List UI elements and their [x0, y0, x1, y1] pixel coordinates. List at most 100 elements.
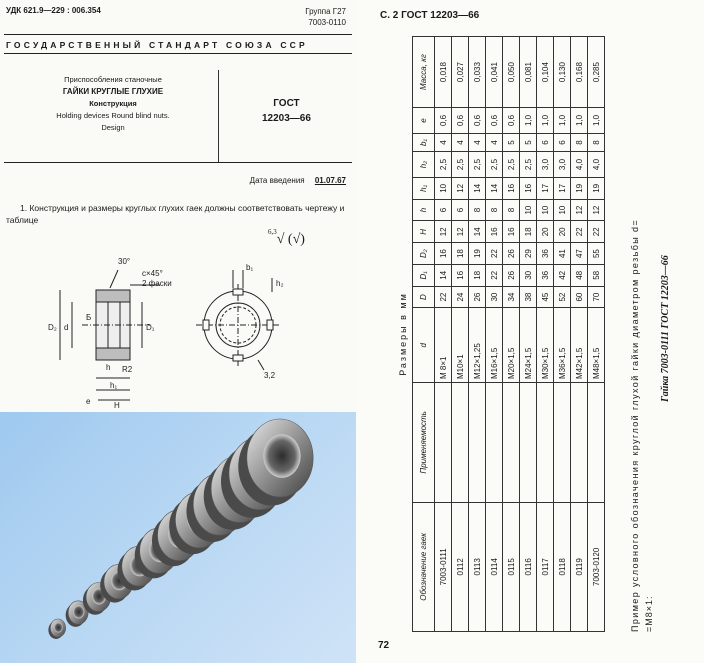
- table-cell: 12: [451, 177, 469, 200]
- table-cell: 16: [434, 242, 452, 265]
- table-cell: 16: [451, 264, 469, 287]
- date-intro: Дата введения 01.07.67: [250, 176, 346, 185]
- gost-label: ГОСТ: [273, 98, 300, 109]
- table-cell: 1,0: [553, 107, 571, 134]
- label-h-total: H: [114, 401, 120, 410]
- table-cell: 20: [553, 220, 571, 243]
- table-cell: 0,027: [451, 36, 469, 108]
- table-cell: 38: [519, 286, 537, 308]
- table-cell: 58: [587, 264, 605, 287]
- table-cell: 10: [536, 199, 554, 221]
- table-cell: 26: [468, 286, 486, 308]
- table-cell: 1,0: [570, 107, 588, 134]
- rule-bottom: [4, 53, 352, 54]
- table-cell: 12: [570, 199, 588, 221]
- label-r: R2: [122, 365, 133, 374]
- table-cell: 0,6: [468, 107, 486, 134]
- table-cell: 8: [502, 199, 520, 221]
- table-cell: 30: [485, 286, 503, 308]
- table-cell: 19: [570, 177, 588, 200]
- table-cell: 16: [519, 177, 537, 200]
- table-header-cell: Масса, кг: [412, 36, 435, 108]
- nut-render: [238, 418, 314, 506]
- table-header-cell: H: [412, 220, 435, 243]
- label-b1: b₁: [246, 263, 253, 272]
- table-cell: 36: [536, 264, 554, 287]
- table-cell: 26: [502, 242, 520, 265]
- table-cell: 2,5: [468, 151, 486, 178]
- date-value: 01.07.67: [314, 176, 346, 185]
- nut-render: [65, 600, 89, 627]
- nut-technical-drawing: 30° c×45° 2 фаски Б D₂ d D₁ h R2 h₁ H e …: [48, 257, 284, 410]
- date-label: Дата введения: [249, 176, 305, 185]
- table-cell: 18: [451, 242, 469, 265]
- table-cell: 45: [536, 286, 554, 308]
- dimensions-caption: Размеры в мм: [398, 292, 408, 376]
- table-cell: [485, 382, 503, 503]
- label-angle: 30°: [118, 257, 130, 266]
- roughness-symbol: 6,3√ (√): [268, 228, 305, 247]
- table-cell: 24: [451, 286, 469, 308]
- group-block: Группа Г27 7003-0110: [305, 6, 346, 28]
- table-cell: 22: [434, 286, 452, 308]
- gost-number: 12203—66: [262, 113, 311, 124]
- table-cell: 22: [587, 220, 605, 243]
- table-cell: 22: [570, 220, 588, 243]
- table-cell: 10: [553, 199, 571, 221]
- table-cell: 0119: [570, 502, 588, 632]
- rule-mid: [4, 162, 352, 163]
- page-header: С. 2 ГОСТ 12203—66: [380, 10, 480, 21]
- table-header-cell: h₂: [412, 151, 435, 178]
- english-title: Holding devices Round blind nuts.: [56, 111, 170, 120]
- table-cell: 19: [468, 242, 486, 265]
- table-cell: M12×1,25: [468, 307, 486, 383]
- label-e: e: [86, 397, 91, 406]
- udk-code: УДК 621.9—229 : 006.354: [6, 6, 101, 15]
- table-cell: M20×1,5: [502, 307, 520, 383]
- table-header-cell: b₁: [412, 133, 435, 152]
- table-cell: 6: [536, 133, 554, 152]
- label-h1: h₁: [110, 381, 117, 390]
- table-header-cell: h₁: [412, 177, 435, 200]
- table-cell: 70: [587, 286, 605, 308]
- label-chamfer-note: 2 фаски: [142, 279, 172, 288]
- table-cell: [434, 382, 452, 503]
- table-cell: 0,033: [468, 36, 486, 108]
- table-cell: 2,5: [451, 151, 469, 178]
- table-cell: M 8×1: [434, 307, 452, 383]
- table-cell: 8: [485, 199, 503, 221]
- table-cell: 14: [485, 177, 503, 200]
- table-cell: 42: [553, 264, 571, 287]
- example-text-2: =M8×1:: [644, 595, 654, 632]
- table-cell: 0,130: [553, 36, 571, 108]
- table-cell: 18: [519, 220, 537, 243]
- table-cell: 17: [536, 177, 554, 200]
- table-cell: 6: [434, 199, 452, 221]
- table-cell: 4,0: [570, 151, 588, 178]
- table-cell: 0114: [485, 502, 503, 632]
- roughness-value: 6,3: [268, 228, 277, 236]
- table-cell: 3,0: [553, 151, 571, 178]
- table-cell: 41: [553, 242, 571, 265]
- table-cell: 3,0: [536, 151, 554, 178]
- label-d1: D₁: [146, 323, 155, 332]
- table-cell: 14: [468, 177, 486, 200]
- table-cell: 12: [587, 199, 605, 221]
- table-cell: [536, 382, 554, 503]
- document-subtitle: Конструкция: [89, 99, 137, 108]
- table-cell: 1,0: [519, 107, 537, 134]
- table-cell: [570, 382, 588, 503]
- table-cell: M10×1: [451, 307, 469, 383]
- table-cell: 6: [451, 199, 469, 221]
- table-cell: 30: [519, 264, 537, 287]
- table-cell: [519, 382, 537, 503]
- table-cell: 1,0: [587, 107, 605, 134]
- label-small: 3,2: [264, 371, 276, 380]
